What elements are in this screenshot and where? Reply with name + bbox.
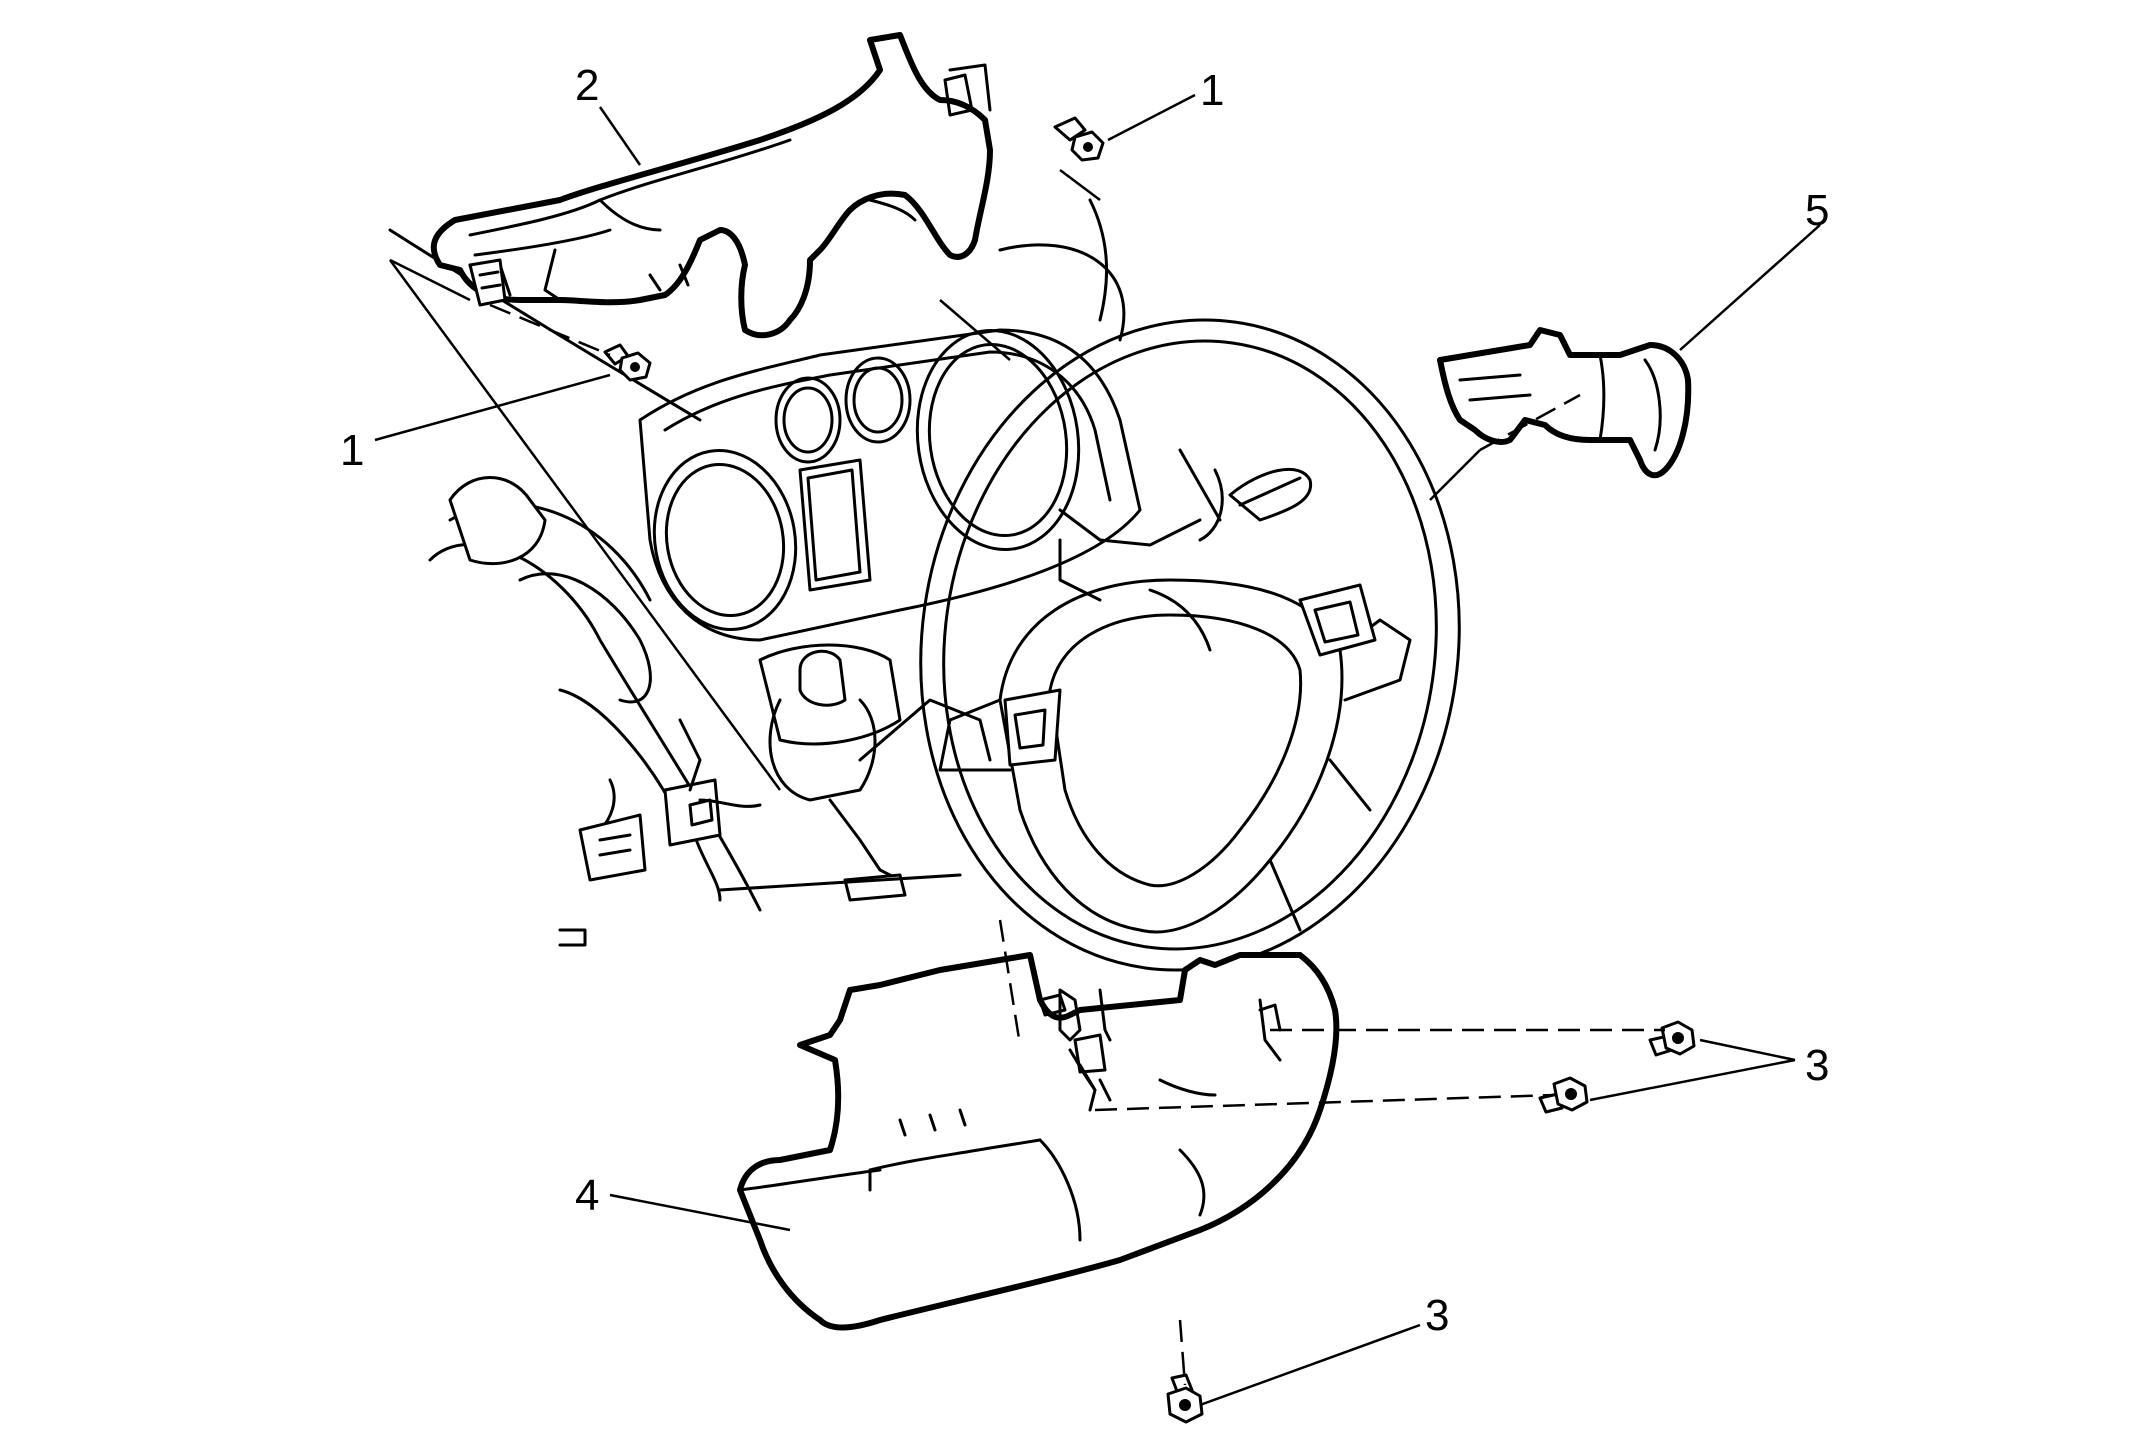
bolt-3-bottom (1166, 1373, 1204, 1424)
steering-column (578, 467, 1313, 902)
callout-labels: 1 1 2 3 3 4 5 (340, 61, 1829, 1340)
callout-3-right: 3 (1805, 1041, 1829, 1090)
screw-1-lower (603, 343, 652, 382)
callout-3-bottom: 3 (1425, 1291, 1449, 1340)
callout-leaders (374, 93, 1821, 1407)
callout-1-upper: 1 (1200, 66, 1224, 115)
instrument-panel (388, 198, 1224, 947)
alignment-lines (388, 169, 1665, 1386)
steering-wheel (919, 318, 1461, 972)
callout-1-lower: 1 (340, 426, 364, 475)
callout-5: 5 (1805, 186, 1829, 235)
lower-steering-column-trim-cover (737, 952, 1340, 1331)
callout-2: 2 (575, 61, 599, 110)
instrument-cluster (638, 328, 1142, 642)
upper-steering-column-trim-cover (430, 32, 993, 339)
bolt-3-middle (1538, 1076, 1589, 1114)
screw-1-upper (1053, 116, 1105, 162)
bolt-3-upper (1648, 1020, 1696, 1057)
callout-4: 4 (575, 1171, 599, 1220)
